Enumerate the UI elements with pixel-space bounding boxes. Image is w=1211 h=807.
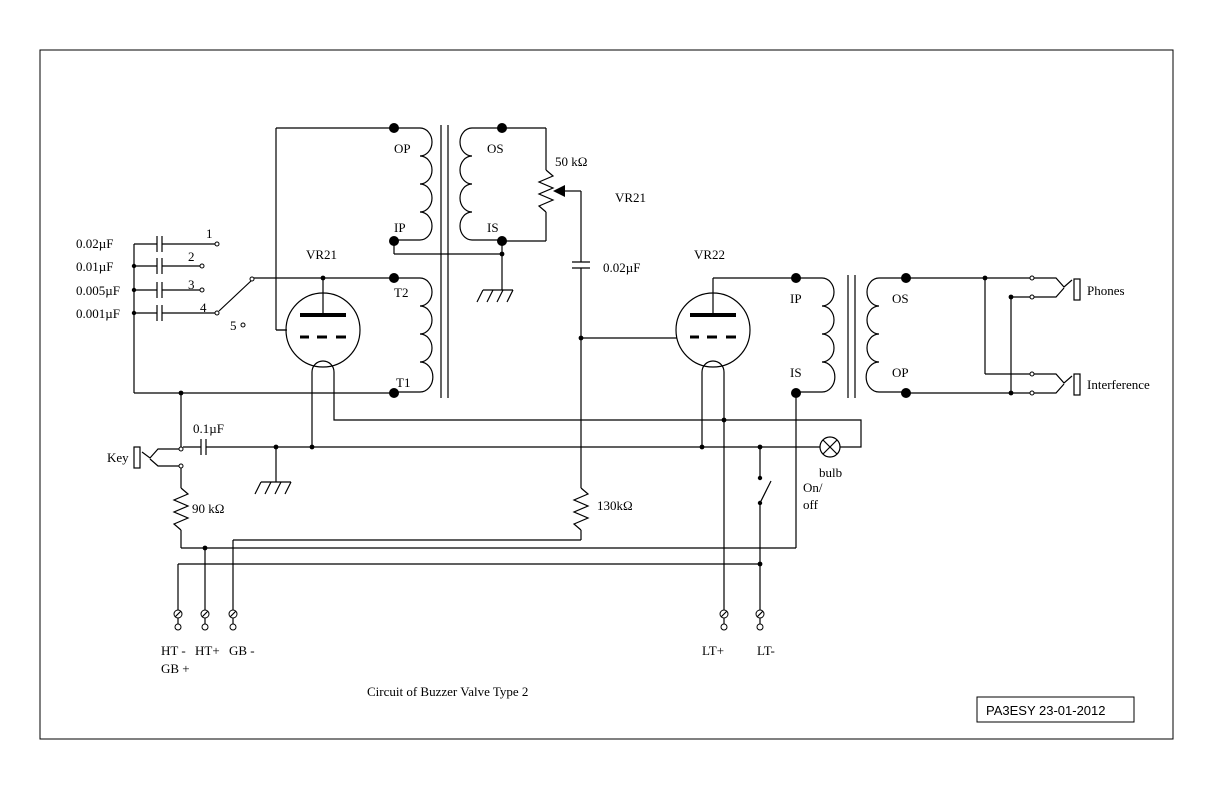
t1-is-label: IS xyxy=(487,220,499,235)
terminal-ht-minus: HT - xyxy=(161,643,186,658)
resistor-130k xyxy=(232,487,590,610)
bulb xyxy=(819,436,841,458)
switch-pos-1: 1 xyxy=(206,226,213,241)
coupling-cap-label: 0.02µF xyxy=(603,260,640,275)
key-label: Key xyxy=(107,450,129,465)
t1-t1-label: T1 xyxy=(396,375,410,390)
capacitor-bank xyxy=(131,236,323,393)
terminal-lt-plus: LT+ xyxy=(702,643,724,658)
cap-label-1: 0.02µF xyxy=(76,236,113,251)
cap-label-4: 0.001µF xyxy=(76,306,120,321)
resistor-130k-label: 130kΩ xyxy=(597,498,633,513)
ground-symbol-1 xyxy=(476,289,514,303)
valve-vr22 xyxy=(675,277,796,610)
pot-label: VR21 xyxy=(615,190,646,205)
switch-label-line2: off xyxy=(803,497,819,512)
t2-os-label: OS xyxy=(892,291,909,306)
t2-ip-label: IP xyxy=(790,291,802,306)
phones-label: Phones xyxy=(1087,283,1125,298)
interference-label: Interference xyxy=(1087,377,1150,392)
coupling-capacitor xyxy=(572,261,677,488)
switch-pos-5: 5 xyxy=(230,318,237,333)
key-circuit xyxy=(133,393,820,551)
terminal-ht-plus: HT+ xyxy=(195,643,220,658)
valve2-label: VR22 xyxy=(694,247,725,262)
switch-label-line1: On/ xyxy=(803,480,823,495)
bulb-label: bulb xyxy=(819,465,842,480)
switch-pos-4: 4 xyxy=(200,300,207,315)
t1-t2-label: T2 xyxy=(394,285,408,300)
resistor-90k-label: 90 kΩ xyxy=(192,501,224,516)
drawing-frame xyxy=(39,49,1174,740)
cap-label-2: 0.01µF xyxy=(76,259,113,274)
t2-op-label: OP xyxy=(892,365,909,380)
output-wiring xyxy=(906,275,1081,396)
potentiometer xyxy=(502,127,582,262)
switch-pos-2: 2 xyxy=(188,249,195,264)
terminal-gb-minus: GB - xyxy=(229,643,255,658)
t1-ip-label: IP xyxy=(394,220,406,235)
supply-terminals xyxy=(173,548,765,631)
t1-os-label: OS xyxy=(487,141,504,156)
pot-value: 50 kΩ xyxy=(555,154,587,169)
terminal-gb-plus: GB + xyxy=(161,661,190,676)
t2-is-label: IS xyxy=(790,365,802,380)
switch-pos-3: 3 xyxy=(188,277,195,292)
key-cap-label: 0.1µF xyxy=(193,421,224,436)
on-off-switch xyxy=(757,444,772,610)
credit-text: PA3ESY 23-01-2012 xyxy=(986,703,1106,718)
transformer-1 xyxy=(389,123,507,398)
terminal-lt-minus: LT- xyxy=(757,643,775,658)
cap-label-3: 0.005µF xyxy=(76,283,120,298)
credit-box xyxy=(976,696,1135,723)
valve1-label: VR21 xyxy=(306,247,337,262)
t1-op-label: OP xyxy=(394,141,411,156)
valve-vr21 xyxy=(276,275,862,448)
diagram-title: Circuit of Buzzer Valve Type 2 xyxy=(367,684,528,699)
